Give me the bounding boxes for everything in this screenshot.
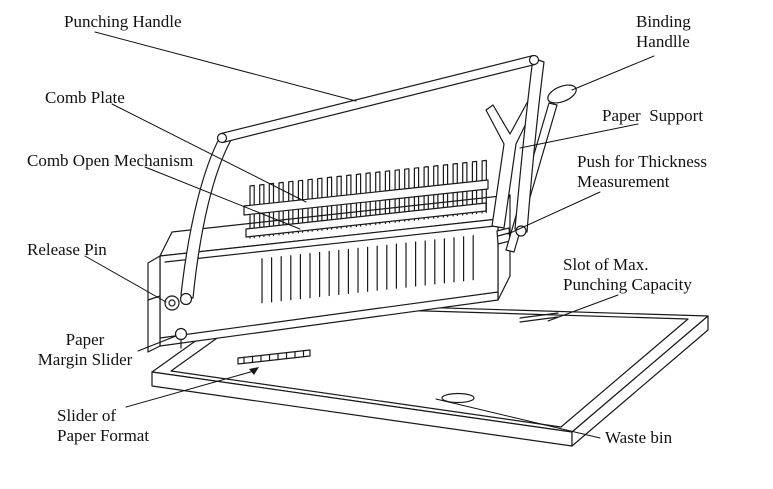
machine-base [151, 301, 709, 447]
crossbar-left-cap [216, 132, 228, 144]
label-paper-margin-line2: Margin Slider [37, 350, 133, 369]
label-push-thickness-line1: Push for Thickness [577, 152, 708, 171]
leader-release-pin [84, 255, 167, 303]
label-release-pin: Release Pin [27, 240, 107, 260]
leader-comb-plate [111, 103, 307, 203]
leader-binding-handle [571, 55, 655, 91]
label-slider-format-line2: Paper Format [57, 426, 150, 445]
label-punching-handle: Punching Handle [64, 12, 182, 32]
punching-handle-left-arm [180, 134, 232, 299]
punch-slots [261, 235, 474, 304]
punching-handle-crossbar [220, 55, 536, 143]
body-left-face-line [147, 295, 161, 301]
leader-punching-handle [94, 31, 357, 102]
leader-slider-paper-format [125, 370, 255, 408]
paper-margin-slider-knob [174, 327, 188, 341]
max-capacity-slot [519, 312, 559, 319]
label-paper-margin-line1: Paper [65, 330, 105, 349]
crossbar-right-cap [528, 54, 540, 66]
leader-waste-bin [435, 398, 601, 439]
body-left-face [147, 255, 161, 353]
body-front-bottom-lip [159, 291, 499, 339]
leader-paper-support [519, 123, 639, 149]
comb-open-mechanism-bar [245, 202, 487, 238]
label-binding-handle-line2: Handlle [636, 32, 690, 51]
label-comb-open-mechanism: Comb Open Mechanism [27, 151, 193, 171]
thickness-button-line [497, 232, 510, 237]
label-comb-open-mechanism-text: Comb Open Mechanism [27, 151, 194, 170]
label-punching-handle-text: Punching Handle [64, 12, 182, 31]
label-slot-max-line2: Punching Capacity [563, 275, 692, 294]
leader-slot-max-capacity [547, 294, 619, 322]
label-push-thickness: Push for Thickness Measurement [577, 152, 707, 192]
label-paper-support-text: Paper Support [602, 106, 704, 125]
body-front-top-line [164, 225, 496, 263]
label-release-pin-text: Release Pin [27, 240, 107, 259]
max-capacity-slot-lower [519, 316, 559, 323]
label-binding-handle: Binding Handlle [636, 12, 691, 52]
label-paper-margin-slider: Paper Margin Slider [30, 330, 140, 370]
punching-handle [179, 54, 545, 306]
label-slider-paper-format: Slider of Paper Format [57, 406, 149, 446]
leader-comb-open-mechanism [144, 166, 301, 230]
comb-plate-bar [243, 179, 489, 216]
label-comb-plate-text: Comb Plate [45, 88, 125, 107]
handle-right-pivot [515, 225, 527, 237]
label-slot-max-capacity: Slot of Max. Punching Capacity [563, 255, 692, 295]
punching-handle-right-arm [514, 57, 545, 233]
label-paper-support: Paper Support [602, 106, 703, 126]
leader-push-thickness [507, 191, 601, 235]
label-binding-handle-line1: Binding [636, 12, 691, 31]
handle-left-pivot [179, 292, 193, 306]
label-slot-max-line1: Slot of Max. [563, 255, 649, 274]
release-pin-center [168, 299, 176, 307]
paper-support-bracket [485, 100, 536, 229]
label-slider-format-line1: Slider of [57, 406, 117, 425]
label-comb-plate: Comb Plate [45, 88, 125, 108]
leader-paper-margin-slider [137, 335, 177, 352]
label-push-thickness-line2: Measurement [577, 172, 670, 191]
label-waste-bin-text: Waste bin [605, 428, 673, 447]
waste-bin-slot [441, 392, 475, 404]
ruler-ticks [243, 350, 305, 364]
label-waste-bin: Waste bin [605, 428, 672, 448]
base-right-face [571, 315, 709, 447]
leader-lines [84, 31, 655, 439]
